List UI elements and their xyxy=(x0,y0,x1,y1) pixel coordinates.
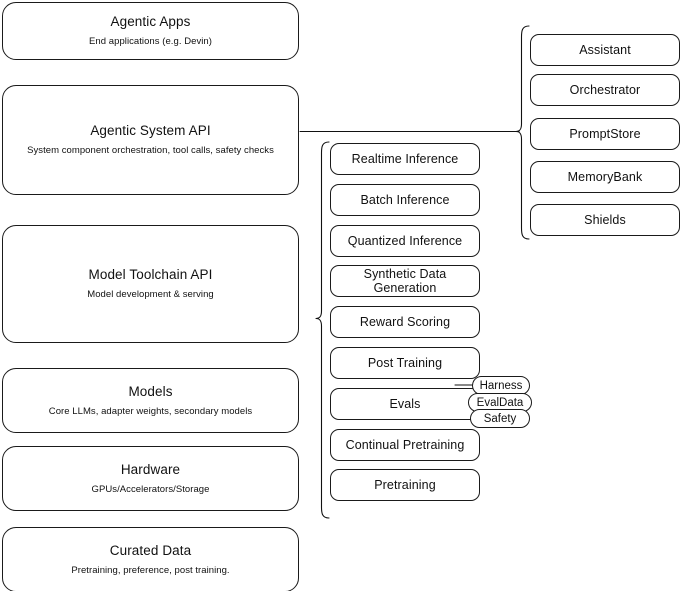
layer-title: Hardware xyxy=(120,461,181,477)
layer-subtitle: GPUs/Accelerators/Storage xyxy=(91,483,210,495)
layer-title: Agentic System API xyxy=(90,123,211,139)
component-label: Shields xyxy=(584,213,626,227)
component-label: Evals xyxy=(389,397,421,411)
component-shields[interactable]: Shields xyxy=(530,204,680,236)
component-orchestrator[interactable]: Orchestrator xyxy=(530,74,680,106)
evals-subcomponent-harness[interactable]: Harness xyxy=(472,376,530,395)
layer-subtitle: System component orchestration, tool cal… xyxy=(27,145,274,156)
component-label: MemoryBank xyxy=(567,170,643,184)
component-label: Synthetic Data Generation xyxy=(363,267,447,295)
layer-subtitle: Core LLMs, adapter weights, secondary mo… xyxy=(48,405,253,417)
brace-toolchain-components xyxy=(315,141,330,519)
component-label: Continual Pretraining xyxy=(345,438,465,452)
layer-model-toolchain-api[interactable]: Model Toolchain API Model development & … xyxy=(2,225,299,343)
evals-subcomponent-label: EvalData xyxy=(476,396,524,409)
component-label: Quantized Inference xyxy=(347,234,463,248)
component-memorybank[interactable]: MemoryBank xyxy=(530,161,680,193)
component-label: Pretraining xyxy=(374,478,436,492)
layer-curated-data[interactable]: Curated Data Pretraining, preference, po… xyxy=(2,527,299,591)
layer-title: Agentic Apps xyxy=(110,14,191,30)
layer-agentic-system-api[interactable]: Agentic System API System component orch… xyxy=(2,85,299,195)
evals-subcomponent-label: Harness xyxy=(479,379,523,392)
component-quantized-inference[interactable]: Quantized Inference xyxy=(330,225,480,257)
component-evals[interactable]: Evals xyxy=(330,388,480,420)
component-label: Orchestrator xyxy=(569,83,641,97)
component-label: Assistant xyxy=(579,43,631,57)
layer-subtitle: End applications (e.g. Devin) xyxy=(89,36,212,47)
component-label: PromptStore xyxy=(569,127,641,141)
component-reward-scoring[interactable]: Reward Scoring xyxy=(330,306,480,338)
component-post-training[interactable]: Post Training xyxy=(330,347,480,379)
component-label: Realtime Inference xyxy=(351,152,459,166)
component-label: Reward Scoring xyxy=(359,315,451,329)
component-continual-pretraining[interactable]: Continual Pretraining xyxy=(330,429,480,461)
layer-agentic-apps[interactable]: Agentic Apps End applications (e.g. Devi… xyxy=(2,2,299,60)
component-batch-inference[interactable]: Batch Inference xyxy=(330,184,480,216)
layer-subtitle: Model development & serving xyxy=(87,289,214,300)
evals-subcomponent-label: Safety xyxy=(483,412,517,425)
component-label: Post Training xyxy=(367,356,443,370)
component-promptstore[interactable]: PromptStore xyxy=(530,118,680,150)
component-pretraining[interactable]: Pretraining xyxy=(330,469,480,501)
component-synthetic-data-generation[interactable]: Synthetic Data Generation xyxy=(330,265,480,297)
evals-subcomponent-safety[interactable]: Safety xyxy=(470,409,530,428)
component-label: Batch Inference xyxy=(360,193,450,207)
layer-models[interactable]: Models Core LLMs, adapter weights, secon… xyxy=(2,368,299,433)
layer-title: Model Toolchain API xyxy=(88,267,213,283)
evals-subcomponent-evaldata[interactable]: EvalData xyxy=(468,393,532,412)
brace-agentic-components xyxy=(515,25,530,240)
component-assistant[interactable]: Assistant xyxy=(530,34,680,66)
layer-title: Models xyxy=(128,383,173,399)
layer-subtitle: Pretraining, preference, post training. xyxy=(71,564,230,576)
layer-hardware[interactable]: Hardware GPUs/Accelerators/Storage xyxy=(2,446,299,511)
layer-title: Curated Data xyxy=(109,542,192,558)
component-realtime-inference[interactable]: Realtime Inference xyxy=(330,143,480,175)
